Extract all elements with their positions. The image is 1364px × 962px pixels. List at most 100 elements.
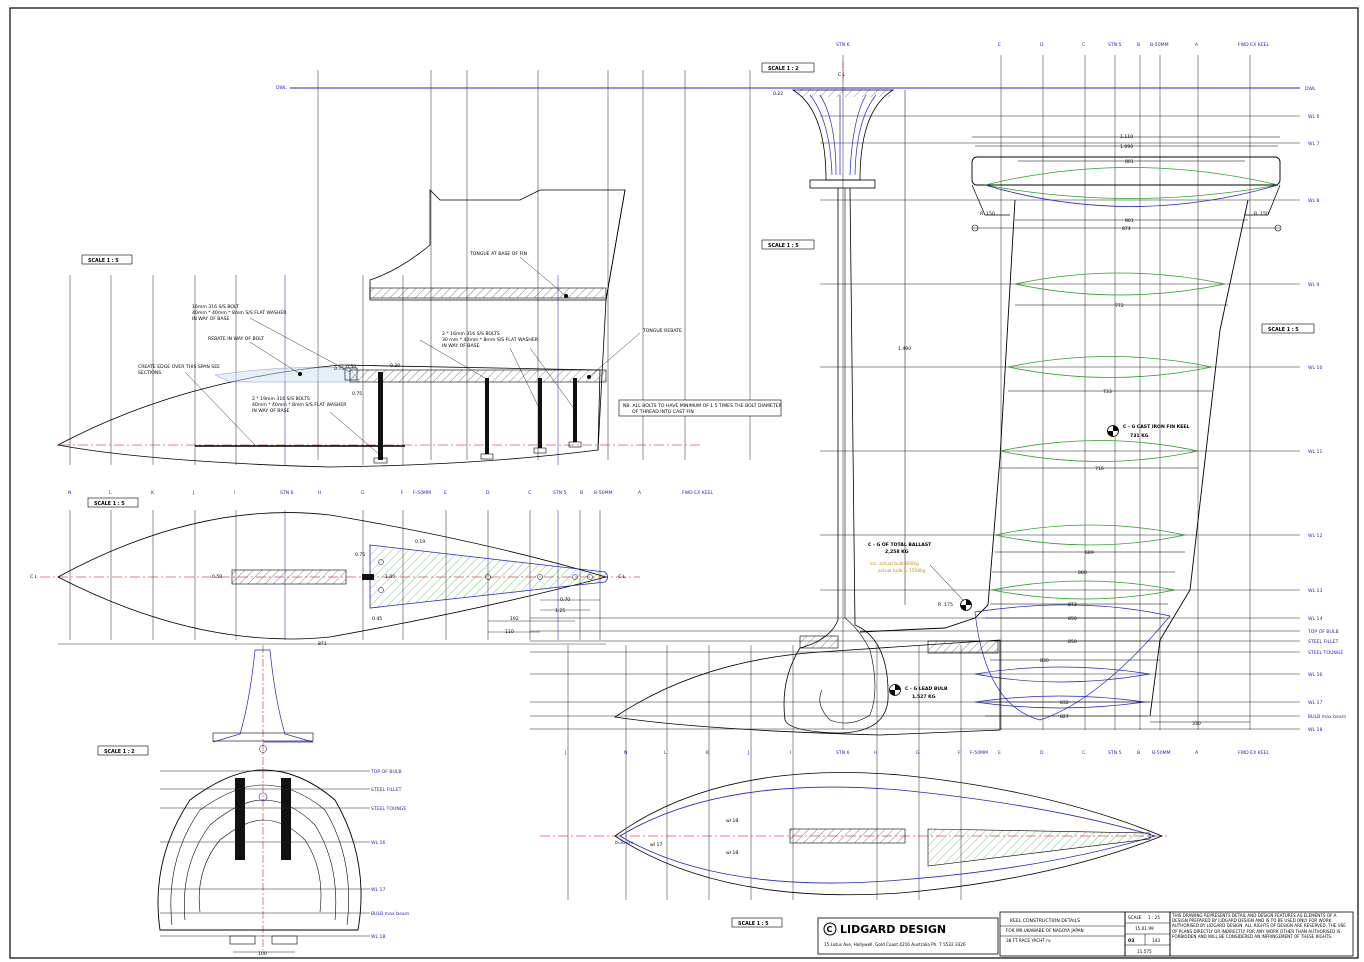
scale-label: SCALE [1128,915,1142,920]
wl-label: WL 16 [1308,672,1322,678]
cg-lead-marker [889,684,901,696]
project: 38 FT RACE YACHT rv. [1006,938,1052,943]
keel-bolt [480,378,494,460]
station-label: F-50MM [413,490,431,496]
station-label: STN 5 [1108,750,1122,756]
station-label: G [916,750,920,756]
station-label: I [234,490,235,496]
scale-tag: SCALE 1 : 2 [768,66,799,72]
drawing-date: 15.01.99 [1135,926,1154,931]
bulb-wl-label: WL 17 [371,887,385,893]
wl18-tag-b: wl 18 [726,850,738,856]
station-label: C [1082,42,1085,48]
station-label: STN 5 [1108,42,1122,48]
cl-label: C L [838,72,846,78]
station-label: E [998,42,1001,48]
dim-label: 0.75 [355,552,365,558]
company-address: 15 Lotus Ave, Hollywell, Gold Coast 4216… [824,942,966,947]
station-label: D [1040,750,1044,756]
station-label: STN 6 [836,42,850,48]
station-label: I [790,750,791,756]
dim-label: 1.110 [1120,134,1133,140]
wl-label: WL 14 [1308,616,1322,622]
dim-label: 0.30 [390,363,400,369]
station-label: A [1195,42,1199,48]
station-label: J [564,750,566,756]
wl-label: WL 12 [1308,533,1322,539]
bulb-wl-label: TOP OF BULB [370,769,402,775]
dim-label: 801 [1125,218,1134,224]
dim-label: 0.75 [334,366,344,372]
station-label: B [1137,750,1140,756]
cg-lead-value: 1,527 KG [912,694,936,700]
station-label: F-50MM [970,750,988,756]
keel-fin-outline [859,199,1016,633]
station-label: B-50MM [594,490,613,496]
station-label: STN 6 [280,490,294,496]
annotation: 30 mm * 40mm * 8mm S/S FLAT WASHER [442,337,539,343]
scale-tag: SCALE 1 : 5 [768,243,799,249]
dim-label: 1.490 [898,346,911,352]
fin-base-profile: TONGUE AT BASE OF FIN 16mm 316 S/S BOLT … [56,189,783,468]
dim-label: 0.22 [773,91,783,97]
bulb-wl-label: WL 16 [371,840,385,846]
station-label: E [444,490,447,496]
dim-label: 880 [1078,570,1087,576]
lead-bulb-profile [613,639,1001,736]
sheet-number: 03 [1128,938,1134,944]
keel-bolt [568,378,582,448]
wl-label: WL 17 [1308,700,1322,706]
keel-bolt [533,378,547,454]
station-label: K [151,490,155,496]
dim-label: 0.19 [415,539,425,545]
cg-fin-marker [1107,425,1119,437]
bulb-sm-label: bulb sm [615,840,634,846]
wl-label: WL 7 [1308,141,1320,147]
dim-label: 850 [1068,616,1077,622]
cg-fin-value: 731 KG [1130,433,1149,439]
wl-label: WL 6 [1308,114,1320,120]
scale-tag: SCALE 1 : 2 [104,749,135,755]
bulb-wl-label: WL 18 [371,934,385,940]
dim-label: R .150 [1254,211,1269,217]
dim-label: 827 [1060,714,1069,720]
dim-label: 830 [1040,658,1049,664]
annotation: 40mm * 40mm * 8mm S/S FLAT WASHER [192,310,287,316]
cg-fin-title: C - G CAST IRON FIN KEEL [1123,424,1190,430]
wl-label: WL 18 [1308,727,1322,733]
cl-label: C L [618,574,626,580]
station-label: B-50MM [1150,42,1169,48]
annotation: 2 * 19mm 316 S/S BOLTS [252,396,310,402]
station-label: D [486,490,490,496]
dim-label: 801 [1125,159,1134,165]
cg-total-value: 2,258 KG [885,549,909,555]
cg-total-title: C - G OF TOTAL BALLAST [868,542,932,548]
annotation: IN WAY OF BASE [192,316,230,322]
scale-value: 1 : 25 [1148,915,1160,920]
dim-label: 733 [1103,389,1112,395]
copyright-notice: THIS DRAWING REPRESENTS DETAIL AND DESIG… [1172,913,1346,939]
dim-label: 850 [1068,639,1077,645]
wl-label: STEEL TOUNGE [1308,650,1343,656]
station-label: N [68,490,71,496]
annotation: TONGUE AT BASE OF FIN [469,251,527,257]
scale-tag: SCALE 1 : 5 [88,258,119,264]
dim-label: 110 [505,629,514,635]
bulb-cross-section: TOP OF BULB STEEL FILLET STEEL TOUNGE WL… [97,645,410,957]
dim-label: R .175 [938,602,953,608]
annotation: TONGUE REBATE [642,328,682,334]
bolt-note: NB. ALL BOLTS TO HAVE MINIMUM OF 1.5 TIM… [623,403,783,409]
client: FOR MR.UKAWABE OF NAGOYA JAPAN [1006,928,1084,933]
scale-tag: SCALE 1 : 5 [94,501,125,507]
annotation: SECTIONS [138,370,161,376]
station-label: A [1195,750,1199,756]
dim-label: 0.70 [560,597,570,603]
dim-label: 689 [1085,550,1094,556]
cg-lead-title: C - G LEAD BULB [905,686,948,692]
dim-label: 100 [258,951,267,957]
dim-label: 1.090 [1120,144,1133,150]
station-label: L [109,490,112,496]
dim-label: 772 [1115,303,1124,309]
dim-label: 330 [1192,721,1201,727]
station-label: STN 5 [553,490,567,496]
